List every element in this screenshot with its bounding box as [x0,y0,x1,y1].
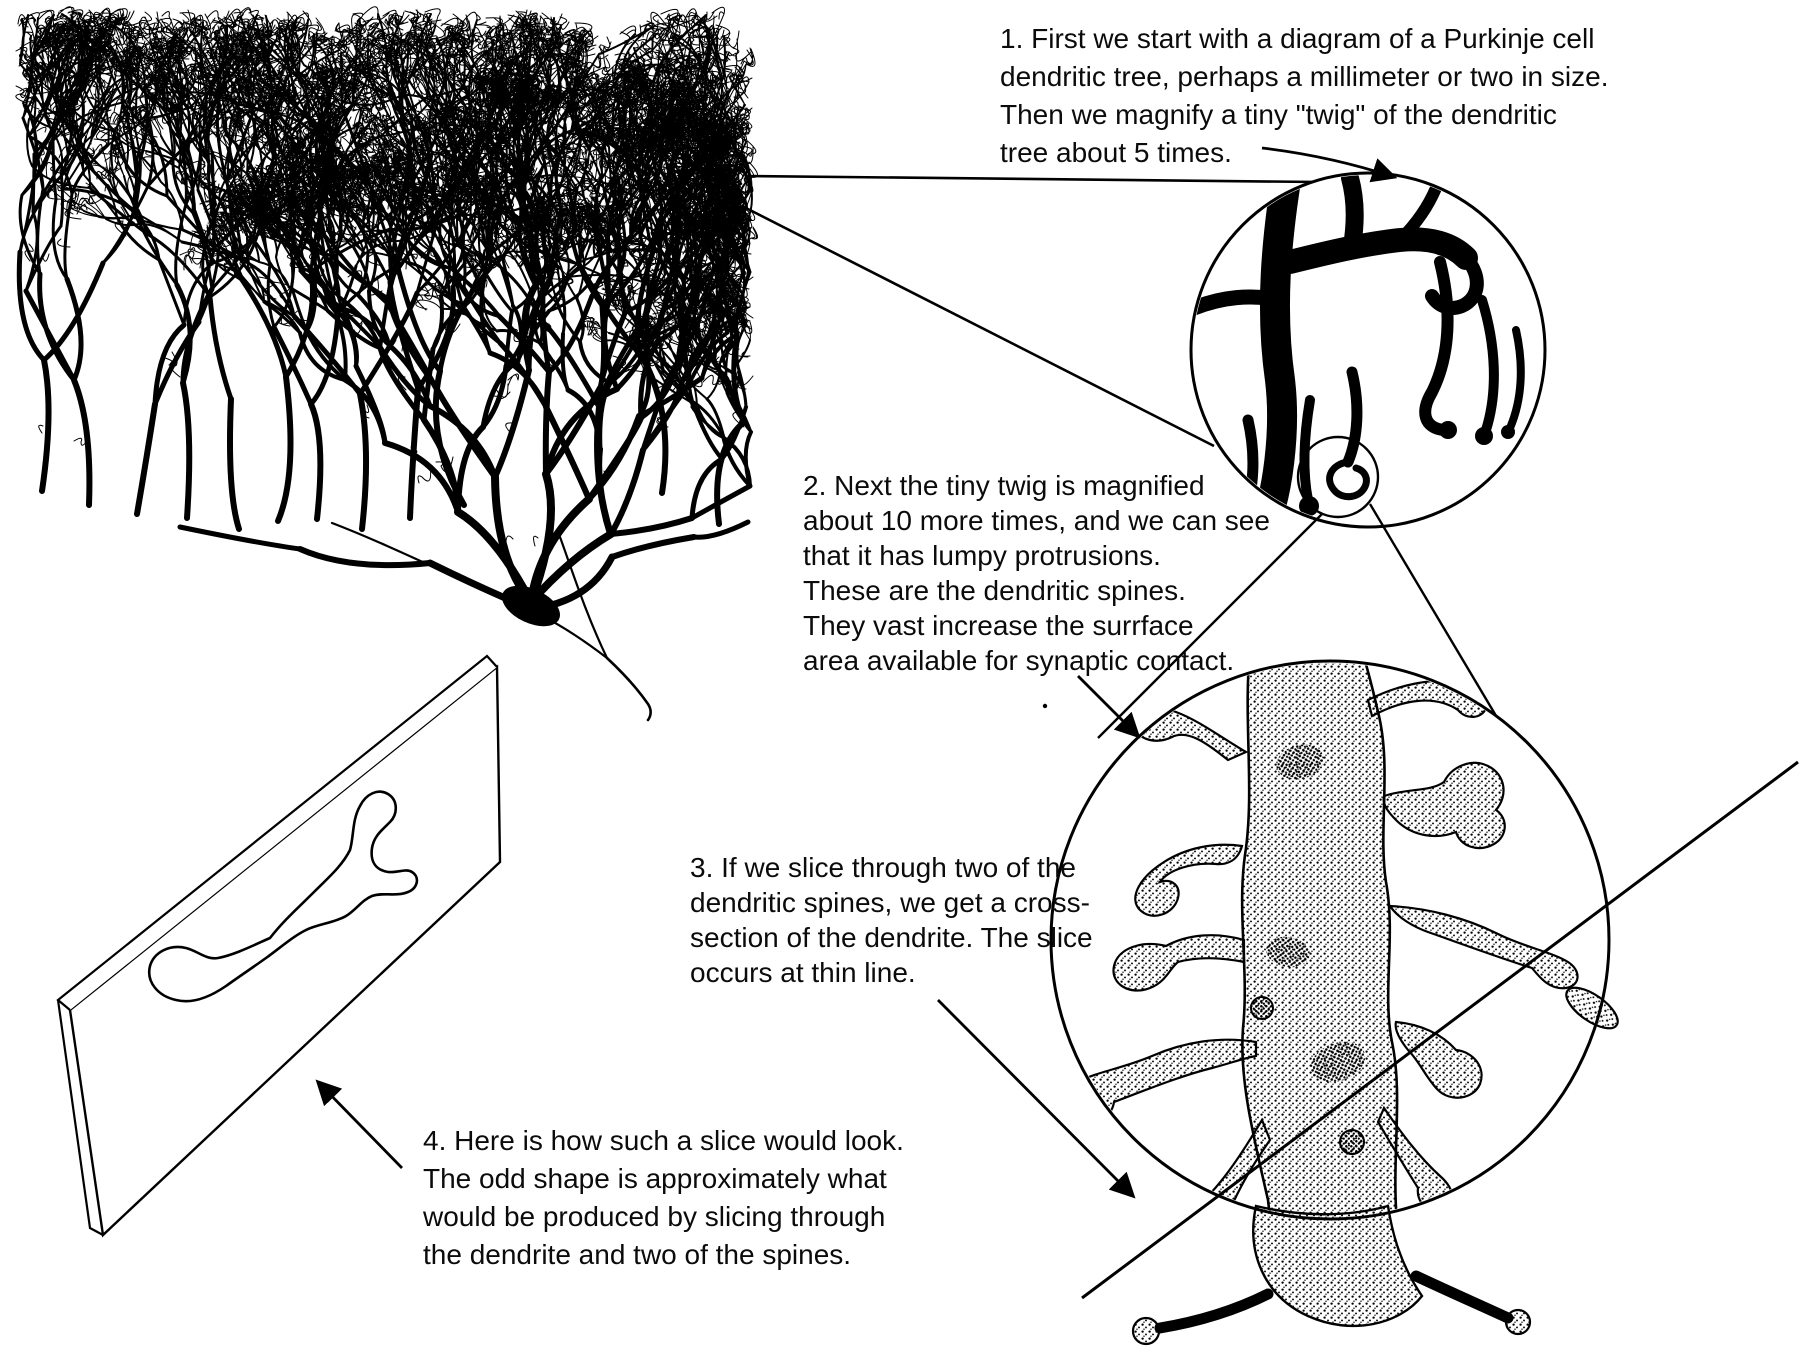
slice-plane [56,654,502,1238]
annotation-line: These are the dendritic spines. [803,575,1186,606]
annotation-step2: 2. Next the tiny twig is magnified about… [803,470,1270,680]
annotation-line: about 10 more times, and we can see [803,505,1270,536]
slice-plane-top-edge [56,654,498,1011]
lower-boundary-line-right [558,535,609,660]
annotation-step3: 3. If we slice through two of the dendri… [690,852,1093,992]
annotation-line: area available for synaptic contact. [803,645,1235,676]
spine-magnifier-circle [1296,435,1380,519]
slice-line [1081,760,1799,1300]
dendrite-spines-drawing [1060,663,1579,1217]
annotation-line: 2. Next the tiny twig is magnified [803,470,1205,501]
tree-branch-layer [454,470,615,606]
annotation-line: the dendrite and two of the spines. [423,1239,852,1270]
tree-branch-layer [39,357,747,569]
cross-section-outline [147,790,419,1003]
arrow-step1-to-twig-circle [1261,146,1398,183]
soma-blob [502,585,560,627]
annotation-line: They vast increase the surrface [803,610,1194,641]
trunk-dot-organelle [1250,996,1274,1020]
lower-boundary-line-left [330,521,609,660]
annotation-line: dendritic spines, we get a cross- [690,887,1090,918]
annotation-line: tree about 5 times. [1000,137,1232,168]
arrow-step4-to-slice-plane [315,1079,404,1169]
spines-outside-circle [1131,986,1619,1346]
purkinje-tree-drawing [15,6,758,613]
stray-speck [1042,703,1048,709]
tree-branch-layer [298,201,753,488]
dendrite-trunk [1240,663,1400,1217]
axon-line [605,656,652,722]
twig-branches-drawing [1193,175,1525,525]
annotation-line: would be produced by slicing through [423,1201,886,1232]
trunk-shading-patches [1266,744,1366,1083]
annotation-line: occurs at thin line. [690,957,916,988]
tree-magnifier-circle [705,163,751,209]
annotation-line: 1. First we start with a diagram of a Pu… [1000,23,1595,54]
annotation-line: dendritic tree, perhaps a millimeter or … [1000,61,1609,92]
slice-plane-left-edge [56,999,104,1236]
magnify-line-lower [741,204,1215,448]
annotation-line: that it has lumpy protrusions. [803,540,1161,571]
arrow-step3-to-slice-line [937,999,1136,1199]
trunk-dot-organelle [1339,1129,1365,1155]
annotation-line: section of the dendrite. The slice [690,922,1093,953]
spine-magnify-line-left [1097,513,1323,739]
magnify-line-upper [747,174,1413,185]
annotation-line: The odd shape is approximately what [423,1163,887,1194]
annotation-step1: 1. First we start with a diagram of a Pu… [1000,22,1608,174]
arrow-step2-to-spine-circle [1077,675,1141,739]
annotation-line: 3. If we slice through two of the [690,852,1076,883]
annotation-line: Then we magnify a tiny "twig" of the den… [1000,99,1557,130]
annotation-step4: 4. Here is how such a slice would look. … [423,1124,904,1276]
annotation-line: 4. Here is how such a slice would look. [423,1125,904,1156]
purkinje-soma-and-axon [330,521,652,722]
